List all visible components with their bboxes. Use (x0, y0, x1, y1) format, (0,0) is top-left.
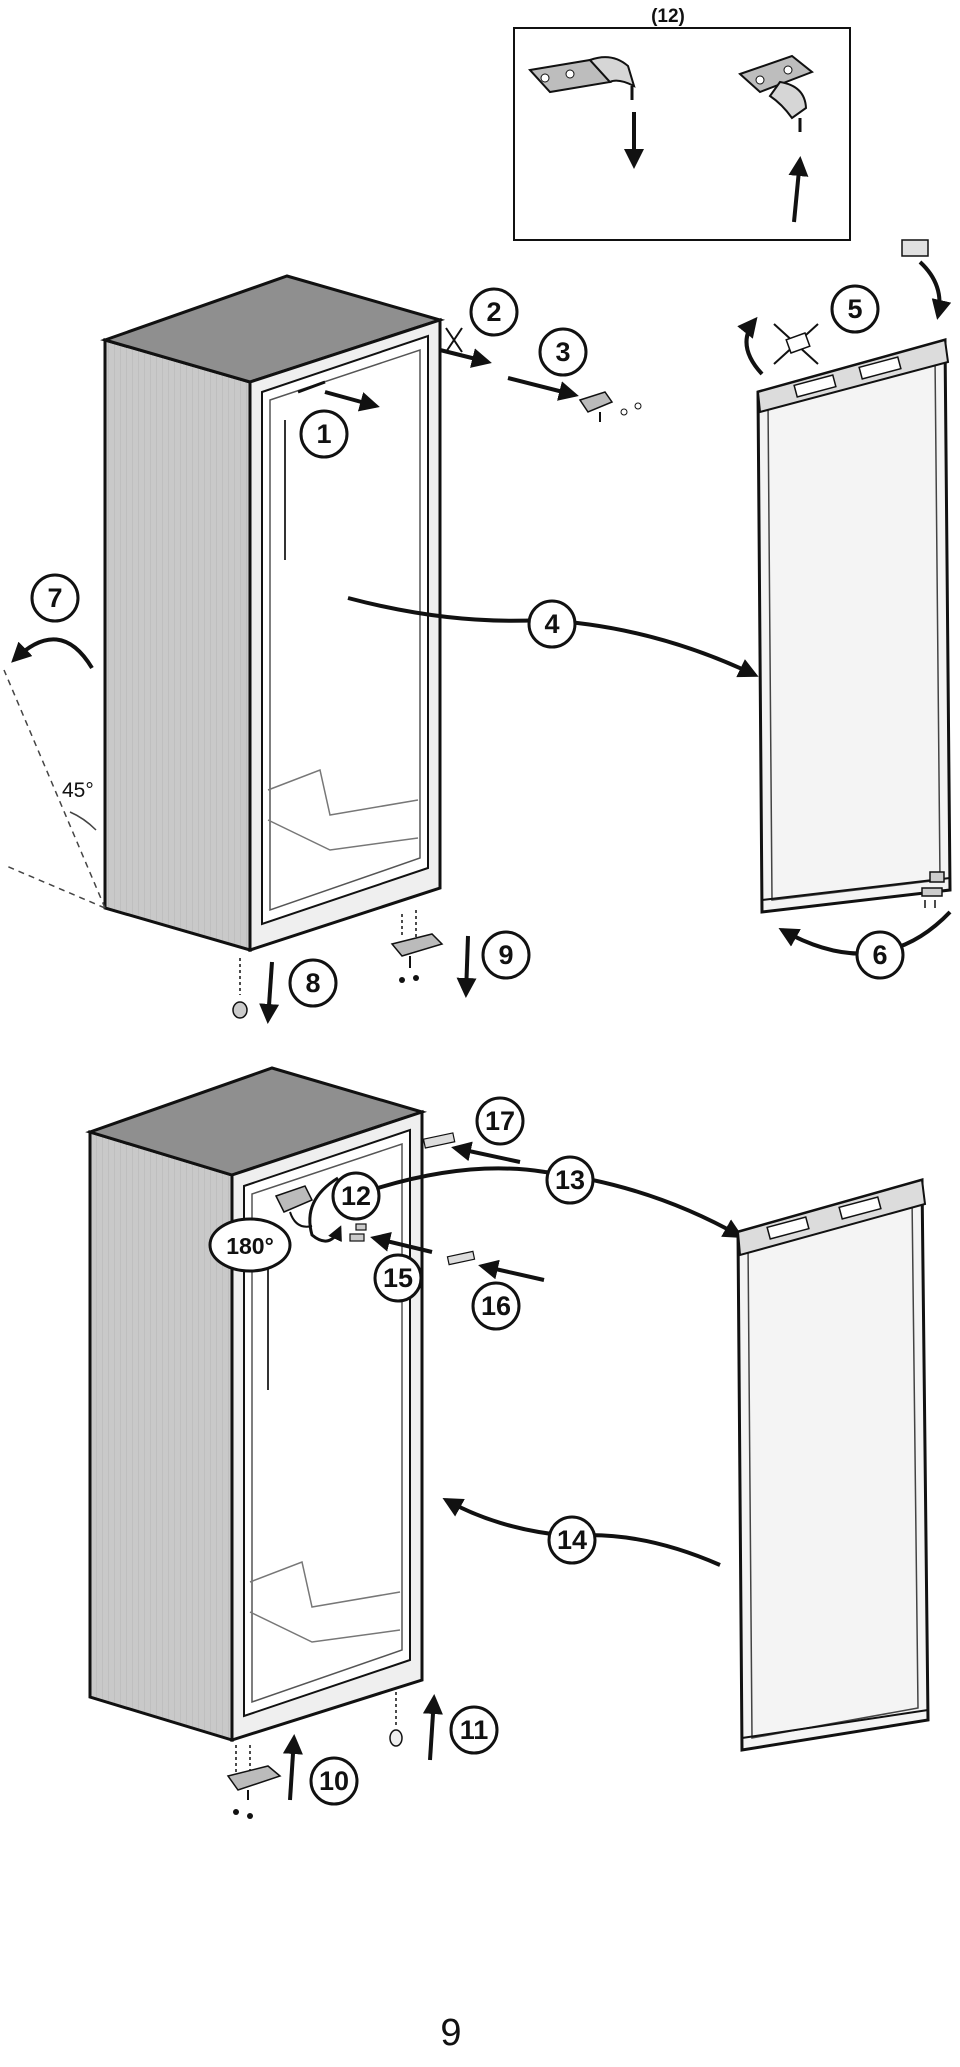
step-13-label: 13 (555, 1165, 585, 1195)
step-10-badge: 10 (309, 1756, 359, 1806)
step-6-label: 6 (872, 940, 887, 970)
step-14-label: 14 (557, 1525, 587, 1555)
step-17-badge: 17 (475, 1096, 525, 1146)
step-16-label: 16 (481, 1291, 511, 1321)
top-hinge-part (578, 391, 642, 422)
step-15-label: 15 (383, 1263, 413, 1293)
step-5-label: 5 (847, 294, 862, 324)
rotate-arrow (308, 1176, 342, 1243)
step-5-badge: 5 (830, 284, 880, 334)
step-13-badge: 13 (545, 1155, 595, 1205)
page-number: 9 (440, 2012, 461, 2054)
step-10-arrow (282, 1734, 303, 1801)
step-7-arrow (11, 637, 94, 670)
step-9-badge: 9 (481, 930, 531, 980)
step-3-arrow (507, 376, 579, 401)
step-3-label: 3 (555, 337, 570, 367)
step-11-badge: 11 (449, 1705, 499, 1755)
hole-cover-17 (422, 1132, 456, 1149)
step-8-arrow (259, 961, 280, 1024)
step-9-arrow (456, 935, 477, 998)
bottom-door-parts (921, 871, 945, 908)
hole-cover-16 (446, 1250, 476, 1266)
step-11-arrow (422, 1694, 443, 1761)
step-2-badge: 2 (469, 287, 519, 337)
hinge-bracket-left (528, 56, 636, 100)
step-5-arrow-left (737, 316, 764, 376)
bottom-hinge-part (390, 910, 444, 983)
inset-label: (12) (651, 6, 685, 27)
step-12-badge: 12 (331, 1171, 381, 1221)
step-1-label: 1 (316, 419, 331, 449)
top-door (756, 338, 952, 914)
step-13-arrow (377, 1166, 744, 1238)
bottom-cabinet (85, 1066, 428, 1743)
door-cap-removed (901, 239, 929, 257)
step-8-label: 8 (305, 968, 320, 998)
step-12-label: 12 (341, 1181, 371, 1211)
step-16-badge: 16 (471, 1281, 521, 1331)
step-8-badge: 8 (288, 958, 338, 1008)
rotate-angle-badge: 180° (208, 1217, 292, 1273)
step-2-label: 2 (486, 297, 501, 327)
step-16-arrow (478, 1259, 545, 1282)
step-11-label: 11 (460, 1715, 489, 1745)
step-2-arrow (439, 348, 492, 368)
step-4-badge: 4 (527, 599, 577, 649)
inset-arrow-up (788, 156, 809, 223)
step-6-badge: 6 (855, 930, 905, 980)
step-7-label: 7 (47, 583, 62, 613)
foot-screw-right (389, 1692, 403, 1747)
hinge-screws (349, 1223, 367, 1242)
step-7-badge: 7 (30, 573, 80, 623)
bottom-door (736, 1178, 930, 1752)
step-2-cross (445, 327, 463, 353)
step-1-badge: 1 (299, 409, 349, 459)
step-3-badge: 3 (538, 327, 588, 377)
step-14-badge: 14 (547, 1515, 597, 1565)
step-17-label: 17 (485, 1106, 515, 1136)
top-cabinet (100, 274, 446, 953)
hinge-inset: (12) (513, 6, 851, 241)
tilt-angle-label: 45° (62, 779, 94, 802)
step-15-arrow (370, 1232, 433, 1254)
bottom-hinge-installed (226, 1745, 282, 1819)
step-17-arrow (451, 1141, 521, 1164)
step-4-label: 4 (544, 609, 559, 639)
step-15-badge: 15 (373, 1253, 423, 1303)
step-10-label: 10 (319, 1766, 349, 1796)
step-9-label: 9 (498, 940, 513, 970)
tilt-guides (3, 669, 106, 909)
step-5-arrow-right (918, 260, 952, 320)
step-1-arrow (324, 390, 380, 412)
foot-screw-left (232, 958, 248, 1019)
hinge-bracket-right (738, 54, 814, 132)
step-5-cross (773, 323, 819, 365)
rotate-angle-label: 180° (226, 1233, 274, 1259)
